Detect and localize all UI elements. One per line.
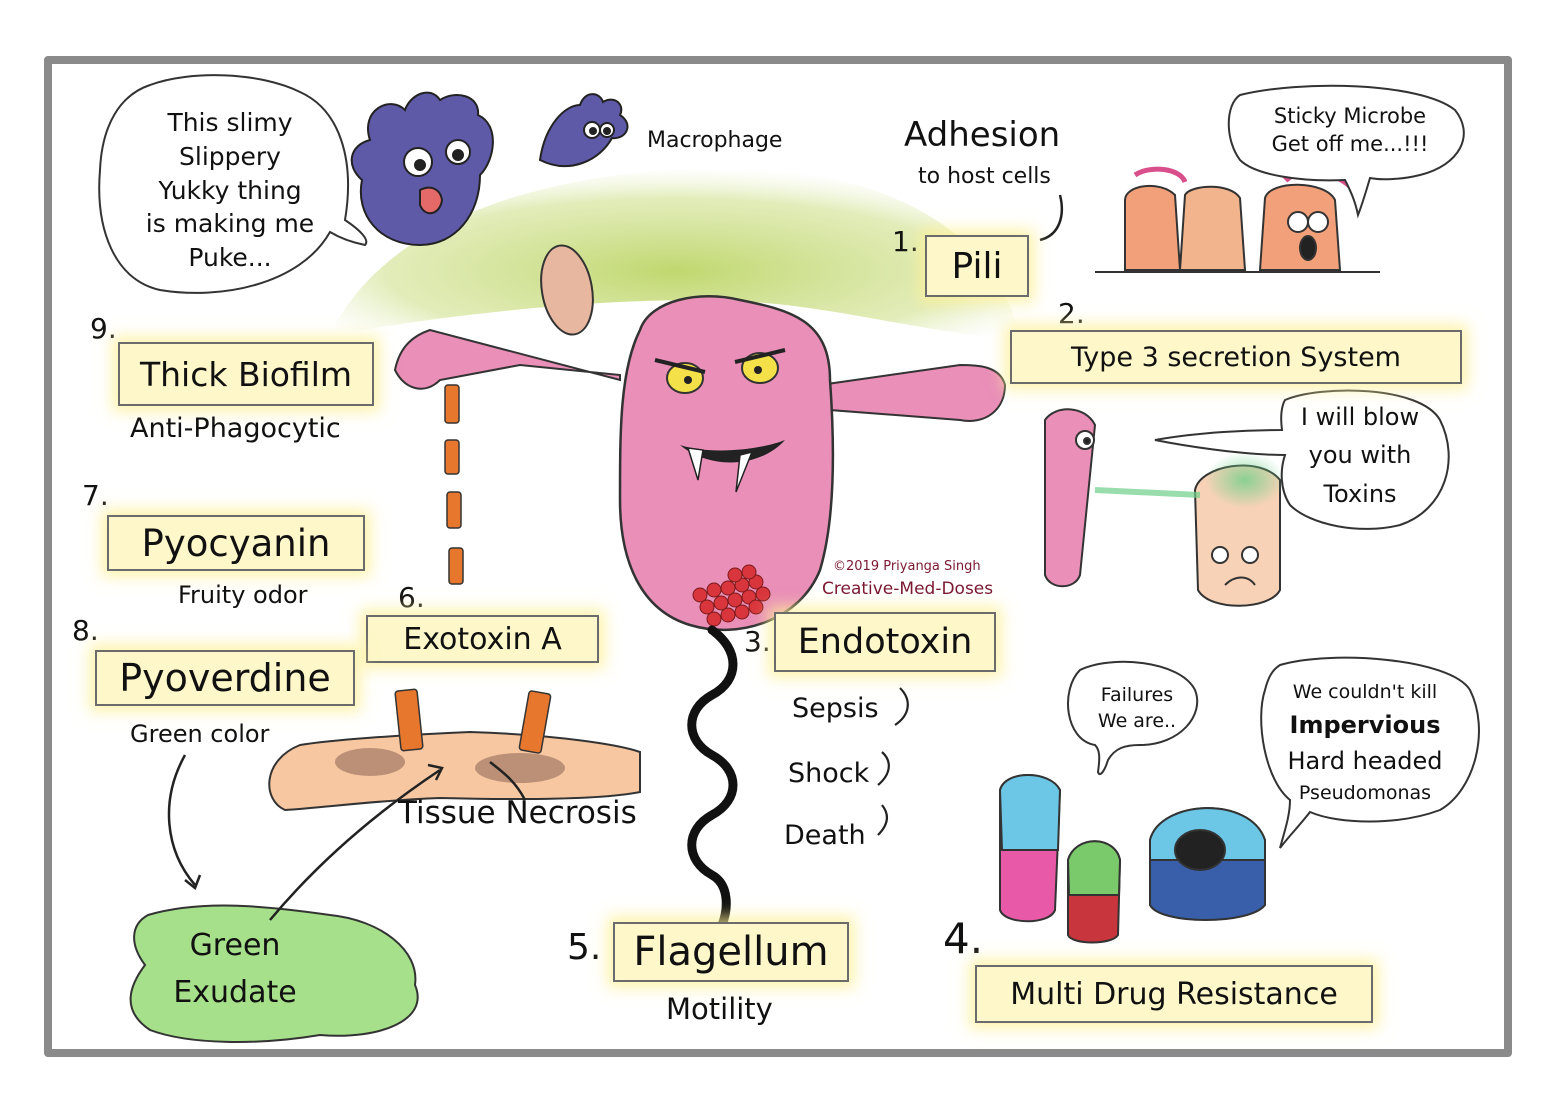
macrophage-large [350,91,494,247]
item-number-1: 1. [892,225,919,258]
pseudomonas-character [393,295,1007,632]
item-number-7: 7. [82,479,109,512]
tissue-necrosis-label: Tissue Necrosis [398,795,637,831]
macrophage-speech-line: Yukky thing [158,175,302,205]
arrow-sepsis-shock [894,687,909,726]
t3ss-speech-line: you with [1308,441,1412,470]
endotoxin-label: Endotoxin [774,612,996,672]
adhesion-subtitle: to host cells [918,164,1051,189]
arrow-necrosis [489,761,527,801]
adhesion-arrow [1039,194,1064,242]
flagellum-label: Flagellum [613,922,849,982]
mdr-small-speech-bubble [1067,660,1199,776]
pyoverdine-sub: Green color [130,720,270,748]
t3ss-label: Type 3 secretion System [1010,330,1462,384]
flagellum [687,625,738,930]
item-number-5: 5. [567,927,602,968]
endotoxin-chain-death: Death [784,820,866,851]
arrow-exudate-to-arm [269,768,441,921]
macrophage-small [538,93,629,168]
green-exudate-blob [129,904,419,1043]
macrophage-speech-text: This slimy Slippery Yukky thing is makin… [120,106,340,275]
mdr-big-speech-bubble [1260,656,1480,849]
adhesion-title: Adhesion [904,115,1061,155]
t3ss-speech-bubble [1154,389,1450,530]
adhesion-speech-bubble [1227,84,1465,219]
item-number-9: 9. [90,312,117,345]
exotoxin-dashes [444,384,464,585]
host-cells [1095,166,1380,273]
macrophage-speech-line: Slippery [179,141,281,171]
item-number-3: 3. [744,625,771,658]
item-number-6: 6. [398,581,425,614]
macrophage-speech-line: Puke... [188,243,272,272]
copyright-text: ©2019 Priyanga Singh [833,559,981,574]
macrophage-label: Macrophage [647,128,783,153]
macrophage-speech-bubble [98,74,368,294]
pili-label: Pili [925,235,1029,297]
thick-biofilm-sub: Anti-Phagocytic [130,413,341,444]
pyocyanin-sub: Fruity odor [178,581,308,609]
mdr-big-speech-line: Impervious [1289,710,1441,739]
mdr-big-speech-line: Pseudomonas [1298,781,1432,804]
green-exudate-line: Green [189,928,281,963]
item-number-4: 4. [943,914,984,963]
pyocyanin-label: Pyocyanin [107,515,365,571]
adhesion-speech-text: Sticky Microbe Get off me...!!! [1245,102,1455,159]
pyoverdine-label: Pyoverdine [95,650,355,706]
mdr-big-speech-line: Hard headed [1287,746,1443,775]
mdr-small-speech-text: Failures We are.. [1082,683,1192,734]
arrow-shock-death [877,751,890,786]
mdr-label: Multi Drug Resistance [975,965,1373,1023]
exotoxin-a-label: Exotoxin A [366,615,599,663]
thick-biofilm-label: Thick Biofilm [118,342,374,406]
arrow-green-color-to-exudate [167,754,196,886]
endotoxin-chain-shock: Shock [788,758,870,789]
brand-text: Creative-Med-Doses [822,579,994,599]
adhesion-speech-line: Get off me...!!! [1271,132,1429,157]
endotoxin-chain-sepsis: Sepsis [792,693,879,724]
t3ss-speech-line: Toxins [1323,479,1397,508]
green-exudate-text: Green Exudate [160,923,310,1016]
mdr-small-speech-line: We are.. [1097,709,1177,732]
mdr-small-speech-line: Failures [1100,684,1174,706]
small-bacterium [540,244,594,336]
t3ss-illustration [1044,408,1285,607]
macrophage-speech-line: This slimy [167,108,293,137]
adhesion-speech-line: Sticky Microbe [1273,104,1427,128]
item-number-8: 8. [72,614,99,647]
mdr-big-speech-text: We couldn't kill Impervious Hard headed … [1270,678,1460,807]
drug-capsules [998,774,1266,944]
mdr-big-speech-line: We couldn't kill [1292,681,1438,703]
arm-illustration [268,688,641,812]
t3ss-speech-text: I will blow you with Toxins [1290,398,1430,513]
flagellum-sub: Motility [666,992,773,1026]
green-exudate-line: Exudate [173,974,297,1010]
arrow-death-end [877,804,888,836]
t3ss-speech-line: I will blow [1300,403,1420,431]
item-number-2: 2. [1058,297,1085,330]
biofilm-cloud [330,167,1020,340]
macrophage-speech-line: is making me [145,209,315,239]
